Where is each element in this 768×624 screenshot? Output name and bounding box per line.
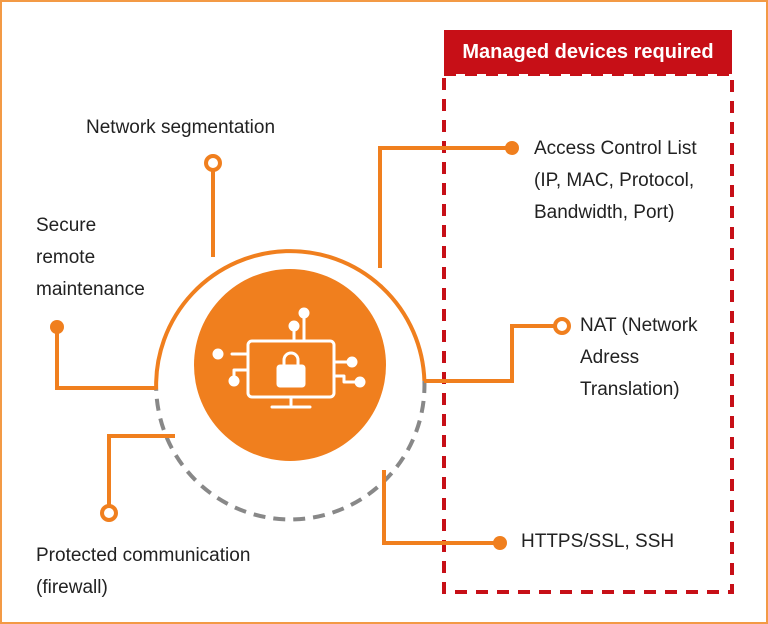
label-secure-remote-1: Secure — [36, 215, 97, 236]
label-acl-1: Access Control List — [534, 138, 697, 159]
label-nat-2: Adress — [580, 347, 640, 368]
label-nat-1: NAT (Network — [580, 315, 698, 336]
label-secure-remote-2: remote — [36, 247, 96, 268]
label-protected-communication-1: Protected communication — [36, 545, 251, 566]
label-network-segmentation: Network segmentation — [86, 117, 276, 138]
connector-acl — [378, 141, 519, 268]
label-https: HTTPS/SSL, SSH — [521, 531, 675, 552]
connector-protected-communication — [100, 434, 175, 522]
connector-https — [382, 470, 507, 550]
label-protected-communication-2: (firewall) — [36, 577, 108, 598]
label-acl-3: Bandwidth, Port) — [534, 202, 675, 223]
connector-network-segmentation — [204, 154, 222, 257]
label-secure-remote-3: maintenance — [36, 279, 145, 300]
monitor-lock-icon — [212, 307, 366, 409]
connector-secure-remote — [50, 320, 156, 390]
label-acl-2: (IP, MAC, Protocol, — [534, 170, 695, 191]
connector-nat — [424, 317, 571, 383]
outer-ring-solid — [154, 249, 427, 390]
label-nat-3: Translation) — [580, 379, 680, 400]
outer-ring-dashed — [154, 380, 427, 522]
managed-devices-box — [442, 72, 734, 594]
managed-devices-header: Managed devices required — [444, 30, 732, 74]
